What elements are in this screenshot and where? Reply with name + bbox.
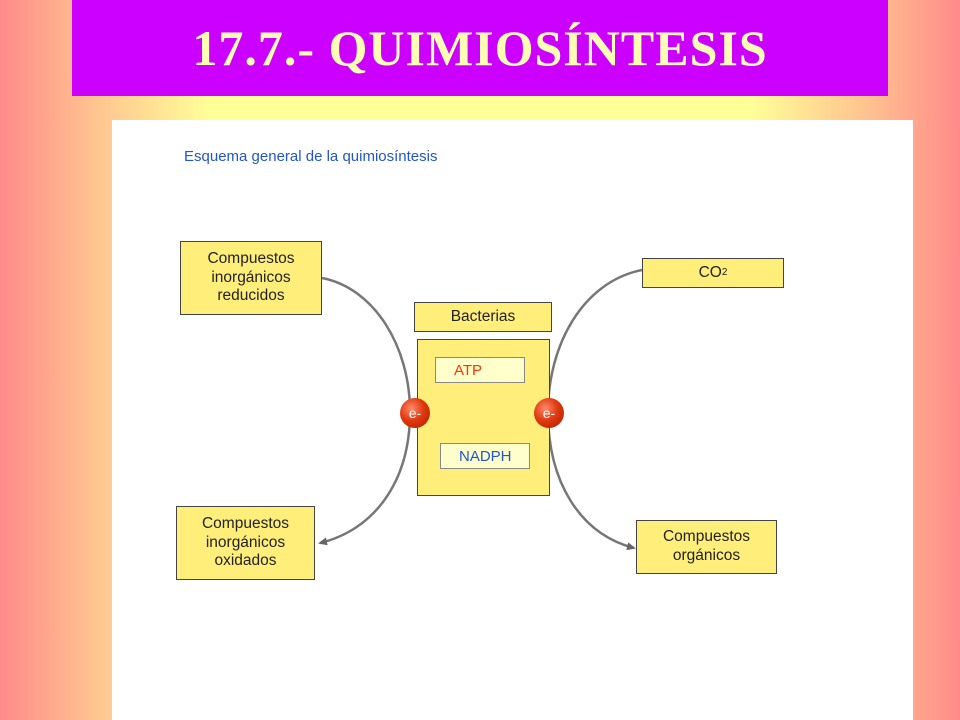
slide-title: 17.7.- QUIMIOSÍNTESIS — [192, 20, 768, 76]
title-banner: 17.7.- QUIMIOSÍNTESIS — [72, 0, 888, 96]
diagram-panel: Esquema general de la quimiosíntesis Com… — [112, 120, 913, 720]
co2-label: CO — [698, 263, 722, 281]
left-flow-arrow — [318, 276, 412, 546]
nadph-label: NADPH — [440, 443, 530, 469]
electron-left: e- — [400, 398, 430, 428]
diagram-subtitle: Esquema general de la quimiosíntesis — [184, 148, 438, 165]
co2-subscript: 2 — [721, 267, 728, 278]
atp-label: ATP — [435, 357, 525, 383]
bacteria-label-box: Bacterias — [414, 302, 552, 332]
oxidized-compounds-box: Compuestos inorgánicos oxidados — [176, 506, 315, 580]
electron-right: e- — [534, 398, 564, 428]
reduced-compounds-box: Compuestos inorgánicos reducidos — [180, 241, 322, 315]
organic-compounds-box: Compuestos orgánicos — [636, 520, 777, 574]
